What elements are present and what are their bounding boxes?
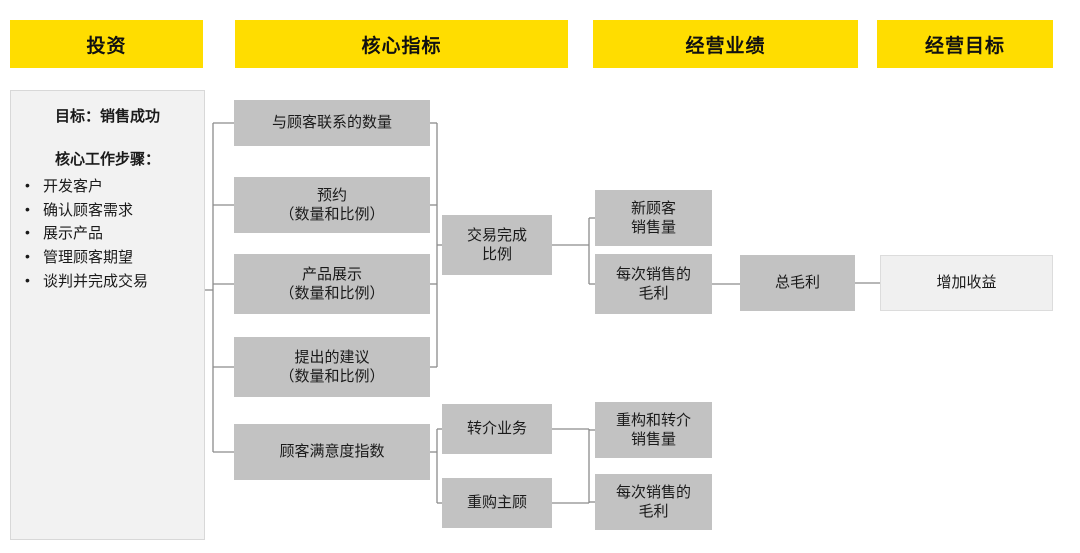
column-header-label: 经营业绩 (685, 35, 766, 57)
investment-subtitle: 核心工作步骤： (54, 151, 160, 168)
column-header-investment: 投资 (10, 20, 203, 68)
node-label: 每次销售的毛利 (615, 483, 691, 520)
node-margin-bottom[interactable]: 每次销售的毛利 (595, 474, 712, 530)
column-header-business-performance: 经营业绩 (593, 20, 858, 68)
node-contacts[interactable]: 与顾客联系的数量 (234, 100, 430, 146)
node-label: 重构和转介销售量 (615, 411, 691, 448)
column-header-core-metrics: 核心指标 (235, 20, 568, 68)
investment-panel-content: 目标：销售成功 核心工作步骤： 开发客户 确认顾客需求 展示产品 管理顾客期望 … (11, 105, 204, 293)
node-label: 提出的建议（数量和比例） (279, 348, 385, 385)
node-label: 与顾客联系的数量 (271, 114, 392, 132)
node-appointments[interactable]: 预约（数量和比例） (234, 177, 430, 233)
column-header-label: 核心指标 (361, 35, 442, 57)
node-new-cust-sales[interactable]: 新顾客销售量 (595, 190, 712, 246)
list-item: 管理顾客期望 (21, 245, 194, 270)
node-renew-sales[interactable]: 重构和转介销售量 (595, 402, 712, 458)
node-demos[interactable]: 产品展示（数量和比例） (234, 254, 430, 314)
node-repeat[interactable]: 重购主顾 (442, 478, 552, 528)
list-item: 谈判并完成交易 (21, 269, 194, 294)
node-label: 转介业务 (466, 420, 527, 438)
node-label: 每次销售的毛利 (615, 265, 691, 302)
column-header-business-goal: 经营目标 (877, 20, 1053, 68)
investment-goal-text: 目标：销售成功 (54, 108, 160, 125)
node-satisfaction[interactable]: 顾客满意度指数 (234, 424, 430, 480)
node-close-rate[interactable]: 交易完成比例 (442, 215, 552, 275)
column-header-label: 经营目标 (924, 35, 1005, 57)
investment-steps-list: 开发客户 确认顾客需求 展示产品 管理顾客期望 谈判并完成交易 (21, 174, 194, 294)
node-label: 交易完成比例 (466, 226, 527, 263)
node-revenue[interactable]: 增加收益 (880, 255, 1053, 311)
node-proposals[interactable]: 提出的建议（数量和比例） (234, 337, 430, 397)
node-referral[interactable]: 转介业务 (442, 404, 552, 454)
node-gross-profit[interactable]: 总毛利 (740, 255, 855, 311)
node-label: 新顾客销售量 (630, 199, 676, 236)
node-label: 增加收益 (936, 274, 997, 292)
column-header-label: 投资 (86, 35, 127, 57)
list-item: 展示产品 (21, 221, 194, 246)
node-margin-top[interactable]: 每次销售的毛利 (595, 254, 712, 314)
list-item: 开发客户 (21, 174, 194, 199)
node-label: 预约（数量和比例） (279, 186, 385, 223)
investment-panel: 目标：销售成功 核心工作步骤： 开发客户 确认顾客需求 展示产品 管理顾客期望 … (10, 90, 205, 540)
list-item: 确认顾客需求 (21, 198, 194, 223)
node-label: 产品展示（数量和比例） (279, 265, 385, 302)
node-label: 总毛利 (774, 274, 820, 292)
node-label: 重购主顾 (466, 494, 527, 512)
node-label: 顾客满意度指数 (279, 443, 385, 461)
